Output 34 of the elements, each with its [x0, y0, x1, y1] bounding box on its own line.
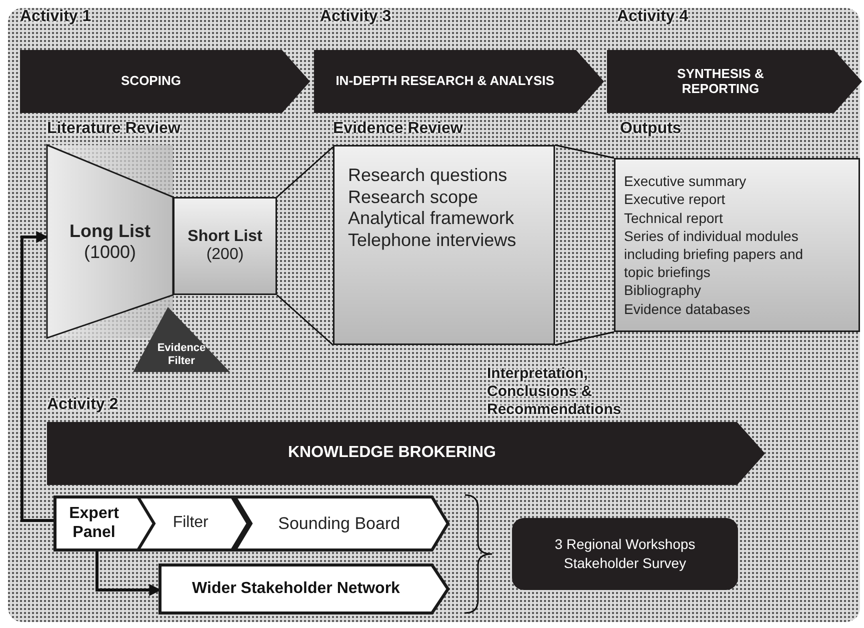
- funnel-line: [276, 146, 334, 346]
- box-text: Executive summary: [624, 172, 748, 190]
- box-text: Bibliography: [624, 281, 702, 300]
- stage-label: IN-DEPTH RESEARCH & ANALYSIS: [334, 74, 556, 89]
- stage-label: SYNTHESIS & REPORTING: [676, 66, 765, 96]
- box-text: Research scope: [348, 186, 480, 208]
- note-text: Interpretation, Conclusions & Recommendations: [487, 365, 622, 419]
- section-heading: Outputs: [620, 120, 682, 138]
- box-text: Technical report: [624, 208, 724, 227]
- box-text: Analytical framework: [348, 208, 516, 230]
- box-text: (200): [205, 246, 245, 264]
- section-heading: Activity 1: [20, 8, 92, 26]
- box-text: Stakeholder Survey: [562, 554, 688, 573]
- box-text: Research questions: [348, 165, 508, 187]
- box-text: Evidence databases: [624, 300, 752, 318]
- box-text: Sounding Board: [277, 514, 402, 534]
- box-text: Short List: [186, 228, 264, 246]
- box-text: (1000): [82, 242, 138, 262]
- box-text: Expert Panel: [68, 505, 120, 542]
- filter-label: Evidence Filter: [156, 342, 207, 368]
- section-heading: Activity 3: [320, 8, 392, 26]
- box-text: Telephone interviews: [348, 230, 518, 252]
- arrow: [20, 231, 55, 522]
- box-text: Series of individual modules including briefing papers and topic briefings: [624, 226, 804, 282]
- section-heading: Activity 4: [617, 8, 688, 26]
- box-text: Long List: [68, 220, 152, 242]
- box-text: 3 Regional Workshops: [554, 535, 696, 554]
- stage-label: KNOWLEDGE BROKERING: [287, 444, 497, 463]
- section-heading: Literature Review: [47, 120, 180, 138]
- section-heading: Evidence Review: [333, 120, 463, 138]
- box-text: Executive report: [624, 190, 726, 209]
- box-text: Wider Stakeholder Network: [191, 580, 401, 598]
- section-heading: Activity 2: [47, 396, 118, 414]
- stage-label: SCOPING: [120, 74, 182, 89]
